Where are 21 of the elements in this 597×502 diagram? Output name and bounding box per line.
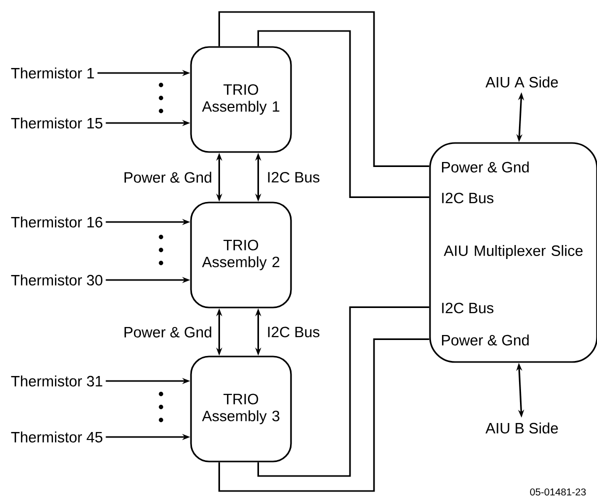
edge-label: I2C Bus xyxy=(268,172,320,183)
figure-number: 05-01481-23 xyxy=(530,488,586,496)
edge-label: Power & Gnd xyxy=(124,172,212,183)
thermistor-label: Thermistor 15 xyxy=(11,118,102,128)
thermistor-label: Thermistor 1 xyxy=(11,68,94,78)
thermistor-label: Thermistor 30 xyxy=(11,274,102,286)
bus-line xyxy=(257,30,430,198)
edge-label: I2C Bus xyxy=(268,326,320,338)
multiplexer-box: Power & Gnd I2C Bus AIU Multiplexer Slice I2C Bus Power & Gnd xyxy=(429,142,597,363)
thermistor-label: Thermistor 16 xyxy=(11,216,102,228)
bus-line xyxy=(218,338,430,492)
trio-box: TRIO Assembly 3 xyxy=(190,356,292,462)
edge-label: Power & Gnd xyxy=(124,326,212,338)
thermistor-label: Thermistor 45 xyxy=(11,432,102,442)
side-label: AIU A Side xyxy=(486,76,558,88)
bus-line xyxy=(218,11,430,167)
bus-line xyxy=(257,306,430,477)
trio-box: TRIO Assembly 2 xyxy=(190,202,292,308)
thermistor-label: Thermistor 31 xyxy=(11,376,102,386)
side-label: AIU B Side xyxy=(486,422,558,434)
trio-box: TRIO Assembly 1 xyxy=(190,46,292,153)
